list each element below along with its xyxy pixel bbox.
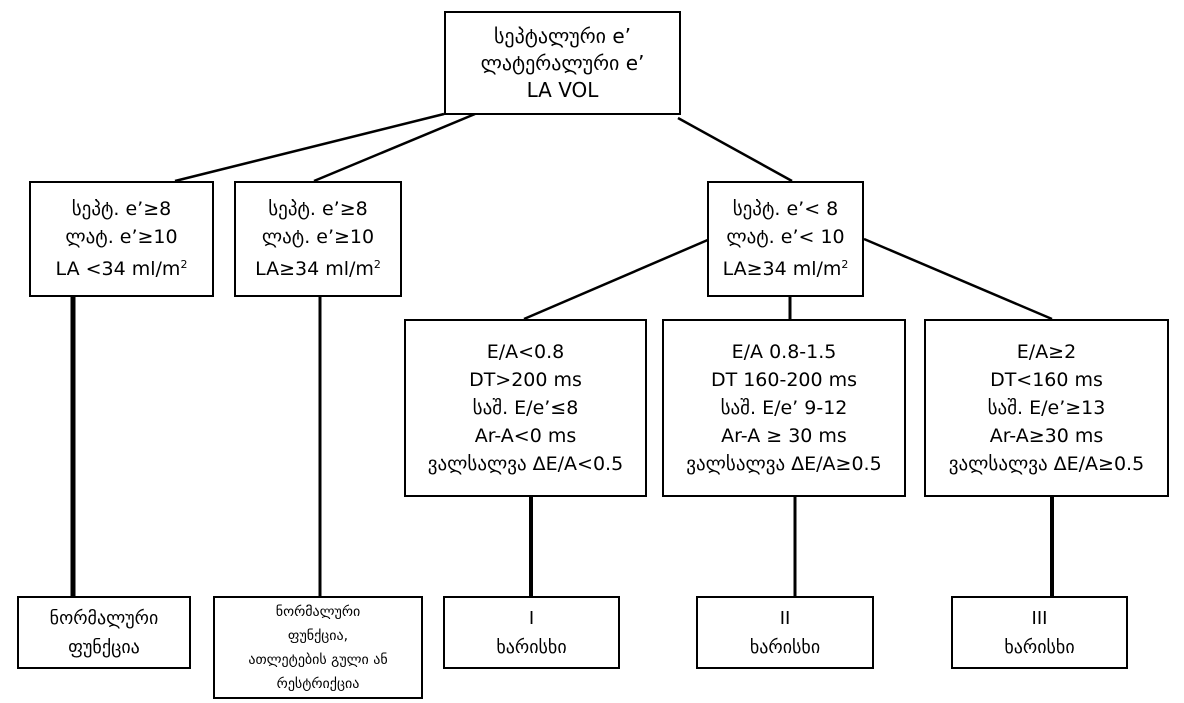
connector-root-abnormal — [677, 116, 793, 183]
outcome-line: რესტრიქცია — [276, 675, 360, 692]
connector-abnormal-grade1 — [523, 237, 711, 321]
node-athlete-criteria: სეპტ. e’≥8 ლატ. e’≥10 LA≥34 ml/m2 — [234, 181, 402, 297]
criteria-line: E/A<0.8 — [486, 341, 565, 363]
root-line: ლატერალური e’ — [480, 50, 645, 75]
node-normal-criteria: სეპტ. e’≥8 ლატ. e’≥10 LA <34 ml/m2 — [29, 181, 214, 297]
root-node: სეპტალური e’ ლატერალური e’ LA VOL — [444, 11, 681, 115]
criteria-line: საშ. E/e’≥13 — [987, 397, 1106, 419]
criteria-line: Ar-A ≥ 30 ms — [721, 425, 847, 447]
connector-abnormal-grade3 — [863, 237, 1053, 321]
criteria-line: სეპტ. e’≥8 — [268, 198, 368, 220]
criteria-line: ვალსალვა ΔE/A<0.5 — [427, 453, 624, 475]
outcome-normal-function: ნორმალური ფუნქცია — [17, 596, 191, 669]
criteria-line-la: LA≥34 ml/m2 — [722, 258, 849, 280]
criteria-line: ლატ. e’≥10 — [65, 226, 178, 248]
outcome-line: ფუნქცია, — [287, 627, 349, 644]
node-grade3-criteria: E/A≥2 DT<160 ms საშ. E/e’≥13 Ar-A≥30 ms … — [924, 319, 1169, 497]
outcome-line: ხარისხი — [496, 636, 567, 658]
outcome-line: ხარისხი — [749, 636, 821, 658]
node-grade1-criteria: E/A<0.8 DT>200 ms საშ. E/e’≤8 Ar-A<0 ms … — [404, 319, 647, 497]
criteria-line-la: LA <34 ml/m2 — [55, 258, 188, 280]
criteria-line: ვალსალვა ΔE/A≥0.5 — [948, 453, 1145, 475]
criteria-line: DT<160 ms — [990, 369, 1103, 391]
outcome-line: ხარისხი — [1004, 636, 1075, 658]
outcome-grade-1: I ხარისხი — [443, 596, 620, 669]
criteria-line: ლატ. e’< 10 — [726, 226, 845, 248]
criteria-line: სეპტ. e’≥8 — [71, 198, 172, 220]
root-line: სეპტალური e’ — [493, 23, 632, 48]
root-line: LA VOL — [526, 77, 599, 102]
criteria-line: Ar-A≥30 ms — [989, 425, 1104, 447]
outcome-line: ათლეტების გული ან — [248, 651, 388, 668]
criteria-line-la: LA≥34 ml/m2 — [255, 258, 381, 280]
criteria-line: ვალსალვა ΔE/A≥0.5 — [686, 453, 882, 475]
outcome-line: I — [528, 607, 535, 629]
outcome-line: III — [1031, 607, 1048, 629]
node-grade2-criteria: E/A 0.8-1.5 DT 160-200 ms საშ. E/e’ 9-12… — [662, 319, 906, 497]
criteria-line: E/A≥2 — [1016, 341, 1077, 363]
outcome-line: II — [779, 607, 791, 629]
criteria-line: საშ. E/e’≤8 — [472, 397, 579, 419]
connector-root-normal — [174, 112, 445, 183]
outcome-grade-3: III ხარისხი — [951, 596, 1128, 669]
outcome-line: ნორმალური — [275, 603, 361, 620]
outcome-line: ფუნქცია — [68, 636, 140, 658]
criteria-line: საშ. E/e’ 9-12 — [720, 397, 848, 419]
outcome-line: ნორმალური — [49, 607, 159, 629]
connector-root-athlete — [313, 112, 476, 183]
criteria-line: DT 160-200 ms — [710, 369, 858, 391]
node-abnormal-criteria: სეპტ. e’< 8 ლატ. e’< 10 LA≥34 ml/m2 — [707, 181, 864, 297]
criteria-line: E/A 0.8-1.5 — [731, 341, 837, 363]
criteria-line: სეპტ. e’< 8 — [732, 198, 839, 220]
criteria-line: Ar-A<0 ms — [474, 425, 577, 447]
outcome-grade-2: II ხარისხი — [696, 596, 874, 669]
criteria-line: DT>200 ms — [469, 369, 582, 391]
outcome-athlete-or-restriction: ნორმალური ფუნქცია, ათლეტების გული ან რეს… — [213, 596, 423, 699]
criteria-line: ლატ. e’≥10 — [261, 226, 375, 248]
